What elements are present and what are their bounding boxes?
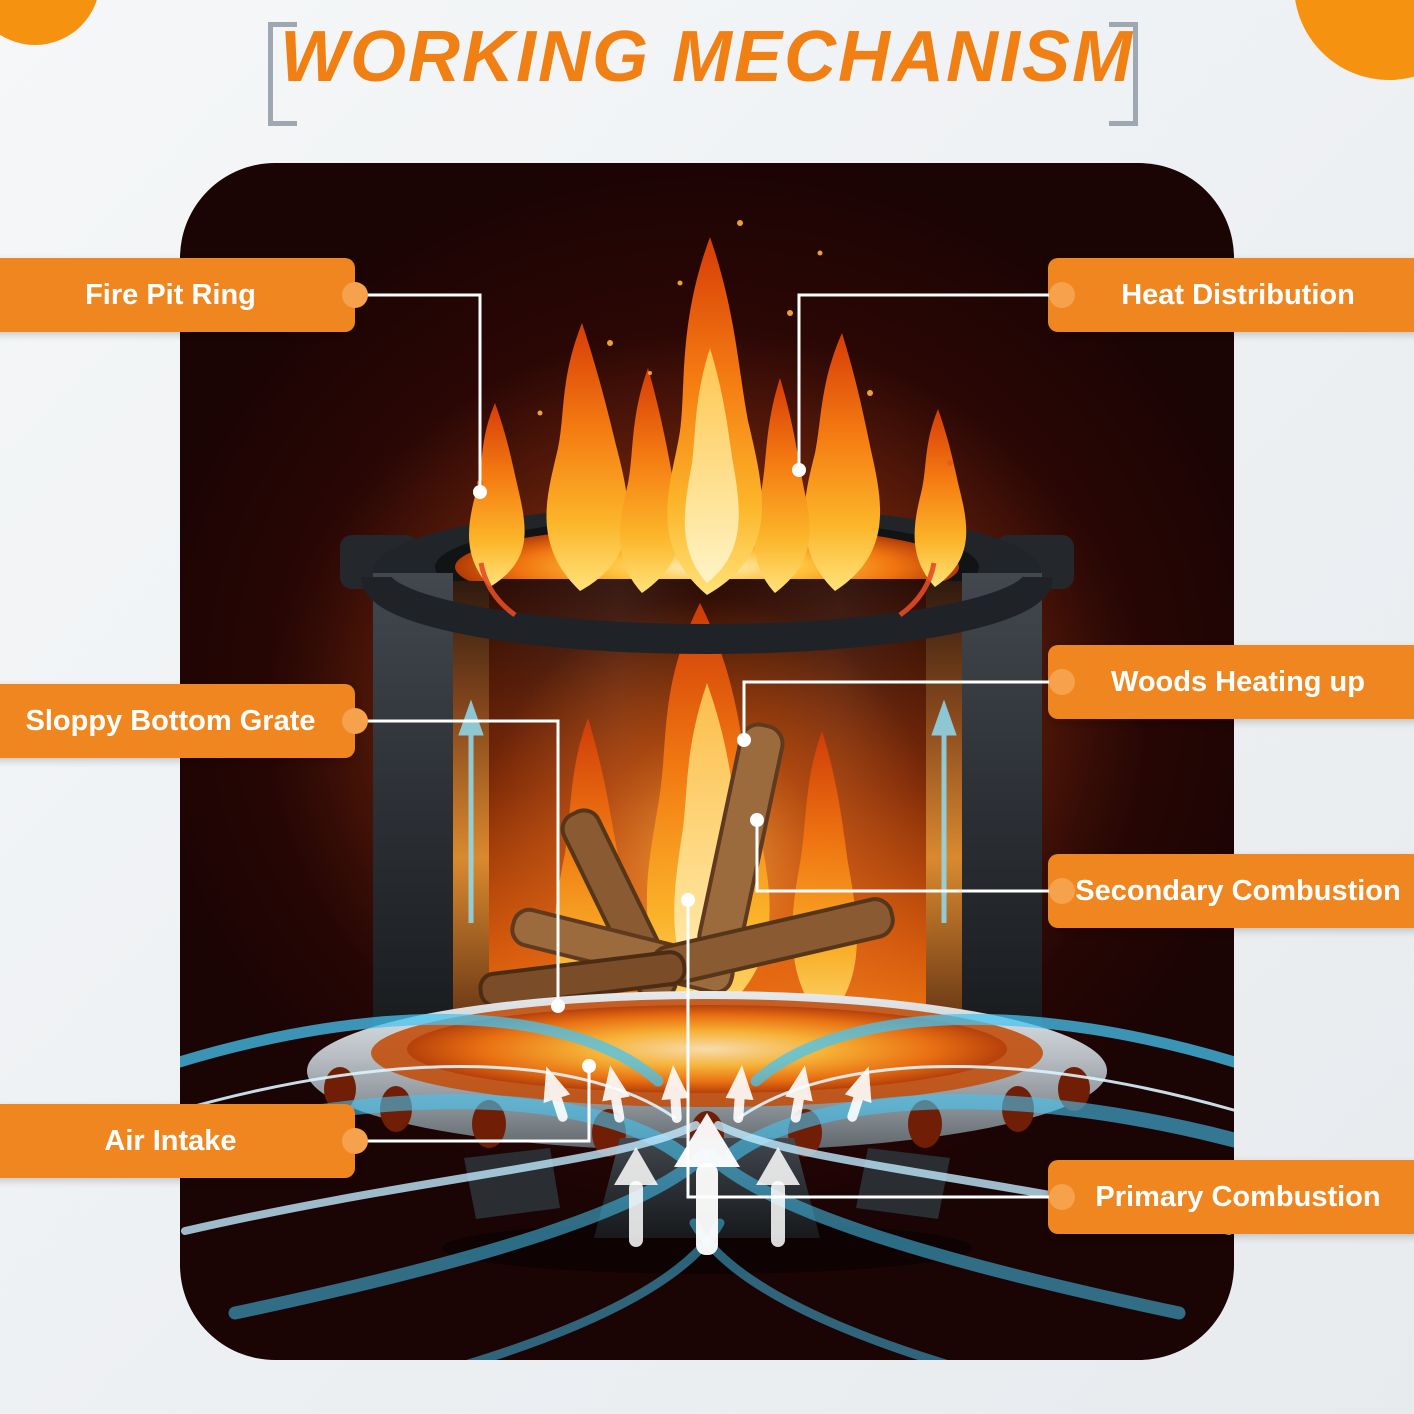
connector-air-intake [342,1059,596,1154]
heat-distribution-arrows [478,562,937,618]
title-bracket-right [1109,22,1138,126]
label-fire-pit-ring-text: Fire Pit Ring [85,278,256,311]
label-woods-heating-up-text: Woods Heating up [1110,665,1365,698]
label-primary-combustion: Primary Combustion [1048,1160,1414,1234]
label-heat-distribution-text: Heat Distribution [1121,278,1355,311]
connector-primary-combustion [681,893,1075,1210]
label-primary-combustion-text: Primary Combustion [1095,1180,1381,1213]
connector-sloppy-bottom-grate [342,708,565,1013]
air-arrows [543,1065,872,1255]
label-secondary-combustion-text: Secondary Combustion [1075,874,1401,907]
page-title: WORKING MECHANISM [280,17,1134,97]
ring-front-rim [361,574,1053,654]
title-bracket-left [268,22,297,126]
label-secondary-combustion: Secondary Combustion [1048,854,1414,928]
label-heat-distribution: Heat Distribution [1048,258,1414,332]
top-flames [469,237,967,595]
label-woods-heating-up: Woods Heating up [1048,645,1414,719]
connector-secondary-combustion [750,813,1075,904]
label-fire-pit-ring: Fire Pit Ring [0,258,355,332]
connector-woods-heating-up [737,669,1075,747]
connector-heat-distribution [792,282,1075,477]
label-air-intake: Air Intake [0,1104,355,1178]
connector-fire-pit-ring [342,282,487,499]
wood-logs [478,722,895,1008]
label-air-intake-text: Air Intake [104,1124,237,1157]
label-sloppy-bottom-grate-text: Sloppy Bottom Grate [25,704,316,737]
fire-pit-illustration [180,220,1234,1360]
label-sloppy-bottom-grate: Sloppy Bottom Grate [0,684,355,758]
